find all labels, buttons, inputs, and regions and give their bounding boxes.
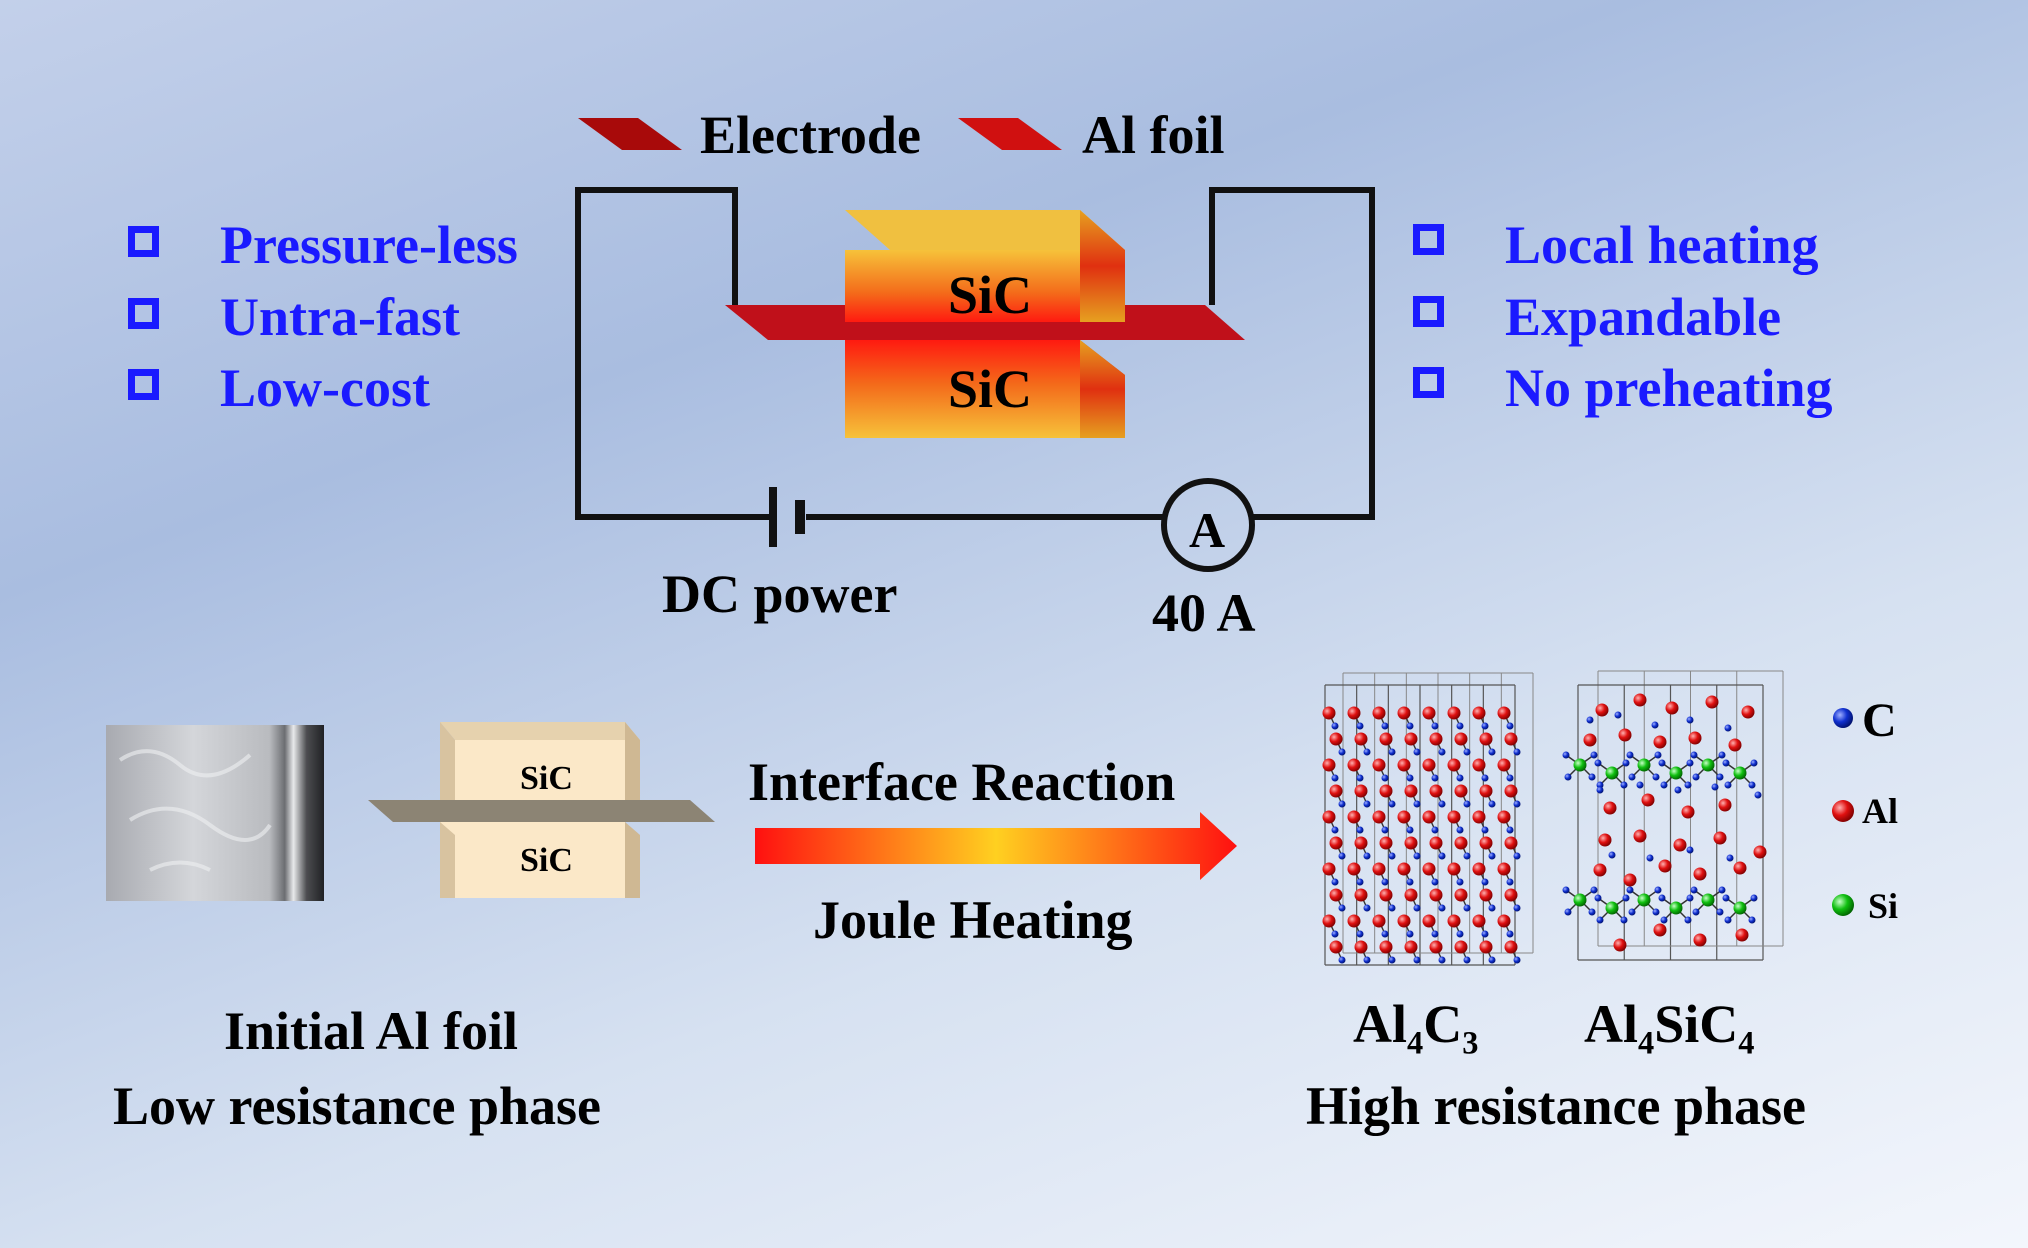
current-value: 40 A [1152,583,1256,643]
al4c3-structure [1322,672,1534,966]
checkbox-expandable [1413,296,1444,327]
al4sic4-structure [1562,670,1784,961]
checkbox-local-heating [1413,224,1444,255]
feature-no-preheating: No preheating [1505,358,1833,418]
feature-local-heating: Local heating [1505,215,1819,275]
hot-sic-bottom-label: SiC [948,359,1033,419]
hot-sic-stack [725,210,1245,438]
checkbox-low-cost [128,369,159,400]
aluminum-atom-icon [1832,800,1854,822]
checkbox-untra-fast [128,298,159,329]
circuit-wires [575,187,1375,520]
high-resistance-caption: High resistance phase [1306,1076,1807,1136]
joule-heating-label: Joule Heating [813,890,1133,950]
al4sic4-formula: Al4SiC4 [1584,994,1755,1062]
initial-sic-top-label: SiC [520,760,573,797]
initial-sic-bottom-label: SiC [520,842,573,879]
checkbox-no-preheating [1413,367,1444,398]
process-arrow [755,812,1237,880]
electrode-label: Electrode [700,105,921,165]
dc-power-label: DC power [662,564,898,624]
initial-sic-stack [368,722,715,898]
carbon-atom-icon [1833,708,1853,728]
silicon-label: Si [1868,886,1899,926]
feature-expandable: Expandable [1505,287,1782,347]
ammeter-symbol: A [1189,502,1226,558]
dc-power-icon [769,487,805,547]
interface-reaction-label: Interface Reaction [748,752,1176,812]
electrode-swatch [578,118,682,150]
al-foil-label: Al foil [1082,105,1225,165]
al4c3-formula: Al4C3 [1353,994,1479,1062]
initial-caption-line2: Low resistance phase [113,1076,602,1136]
feature-pressure-less: Pressure-less [220,215,518,275]
aluminum-label: Al [1862,791,1898,831]
al-foil-swatch [958,118,1062,150]
initial-caption-line1: Initial Al foil [224,1001,519,1061]
feature-untra-fast: Untra-fast [220,287,460,347]
hot-sic-top-label: SiC [948,265,1033,325]
carbon-label: C [1862,694,1897,747]
silicon-atom-icon [1832,894,1854,916]
checkbox-pressure-less [128,226,159,257]
ammeter-icon [1161,478,1255,572]
feature-low-cost: Low-cost [220,358,430,418]
al-foil-photo [106,725,324,901]
